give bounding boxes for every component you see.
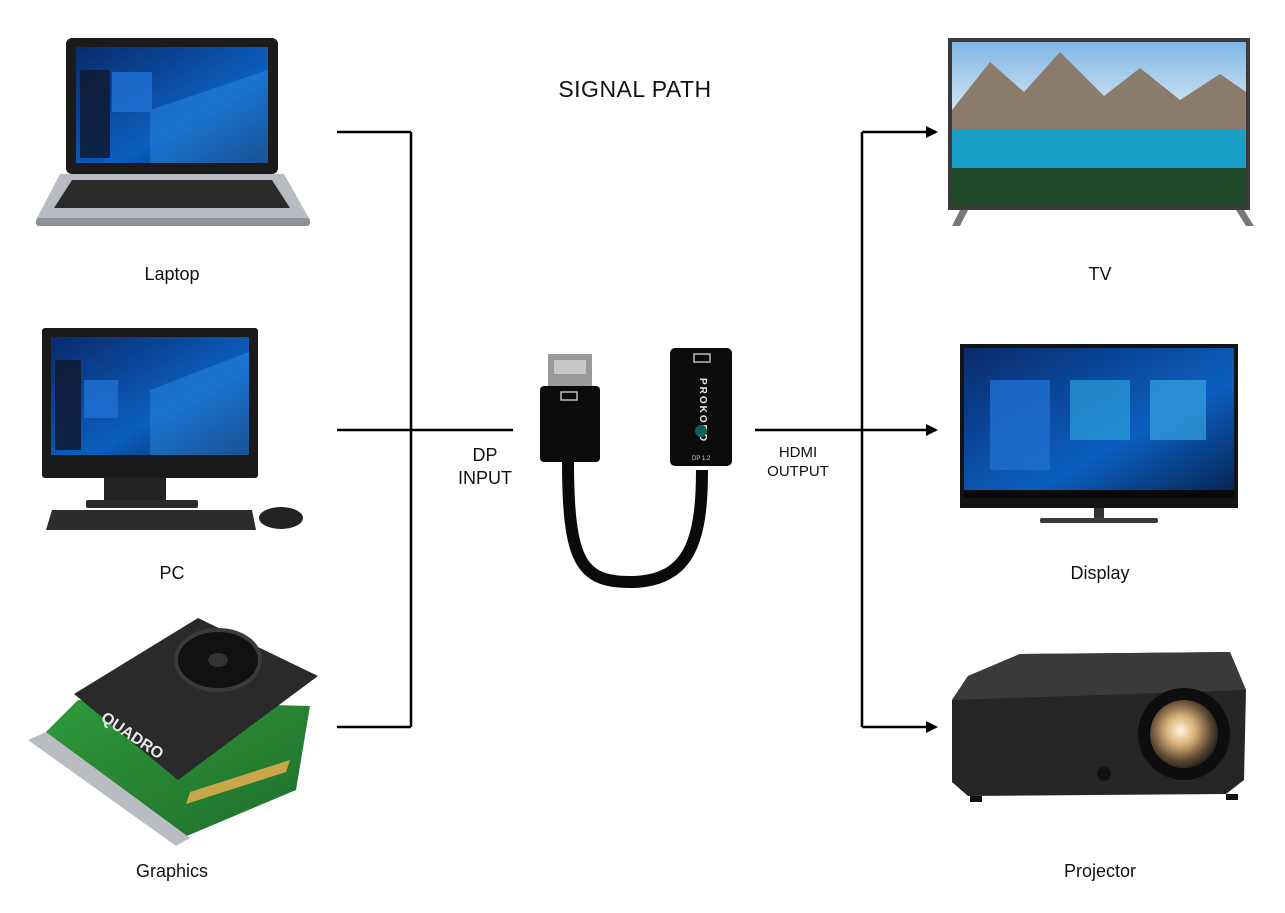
adapter-cable: [562, 459, 708, 589]
dp-plug-body: [540, 386, 600, 462]
projector-icon: [952, 652, 1246, 802]
input-bus-lines: [337, 130, 513, 729]
target-label-display: Display: [1070, 563, 1130, 583]
dp-input-label: DP INPUT: [440, 444, 530, 489]
hdmi-output-line1: HDMI: [778, 444, 818, 461]
hdmi-output-label: HDMI OUTPUT: [758, 444, 838, 482]
diagram-title: SIGNAL PATH: [558, 76, 712, 102]
adapter-brand: PROKORD: [697, 378, 708, 443]
hdmi-port-body: [670, 348, 732, 466]
adapter-dp-version: DP 1.2: [692, 456, 711, 462]
source-label-laptop: Laptop: [144, 264, 200, 284]
target-label-tv: TV: [1088, 264, 1112, 284]
dp-input-line1: DP: [472, 445, 498, 465]
hdmi-output-line2: OUTPUT: [767, 462, 829, 480]
monitor-icon: [960, 344, 1238, 523]
source-label-pc: PC: [159, 563, 185, 583]
desktop-pc-icon: [42, 328, 303, 530]
source-label-graphics: Graphics: [135, 861, 209, 881]
graphics-card-icon: QUADRO: [28, 618, 318, 846]
dp-input-line2: INPUT: [458, 467, 512, 488]
adapter-icon: PROKORD DP 1.2: [540, 348, 732, 589]
tv-icon: [948, 38, 1254, 226]
laptop-icon: [36, 38, 310, 226]
target-label-projector: Projector: [1063, 861, 1137, 881]
output-bus-lines: [755, 126, 938, 733]
